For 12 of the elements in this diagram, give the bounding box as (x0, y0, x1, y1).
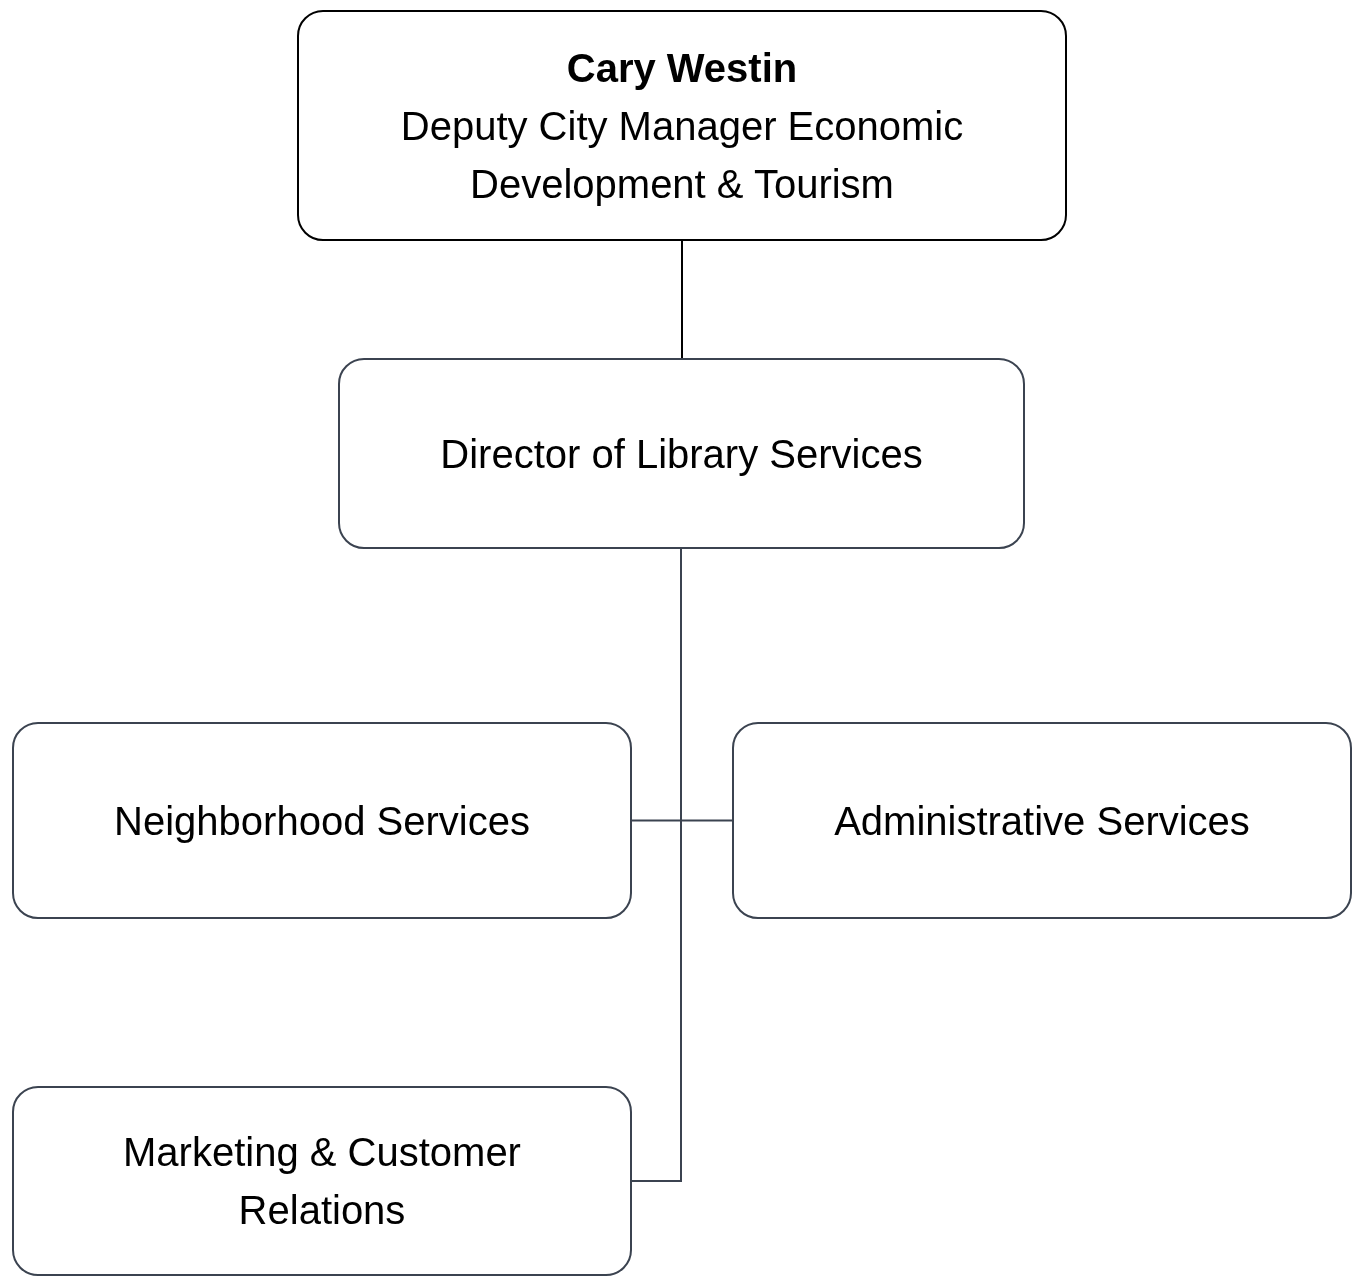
org-box (297, 10, 1067, 241)
job-title: Director of Library Services (440, 430, 923, 478)
person-name: Cary Westin (566, 44, 798, 92)
connector-line (681, 240, 683, 359)
org-box (12, 1086, 632, 1276)
job-title: Deputy City Manager Economic Development & Tourism (399, 102, 965, 208)
org-box (12, 722, 632, 919)
job-title: Neighborhood Services (114, 797, 530, 845)
job-title: Marketing & Customer Relations (122, 1129, 522, 1234)
job-title: Administrative Services (834, 797, 1250, 845)
org-box (732, 722, 1352, 919)
org-box (338, 358, 1025, 549)
